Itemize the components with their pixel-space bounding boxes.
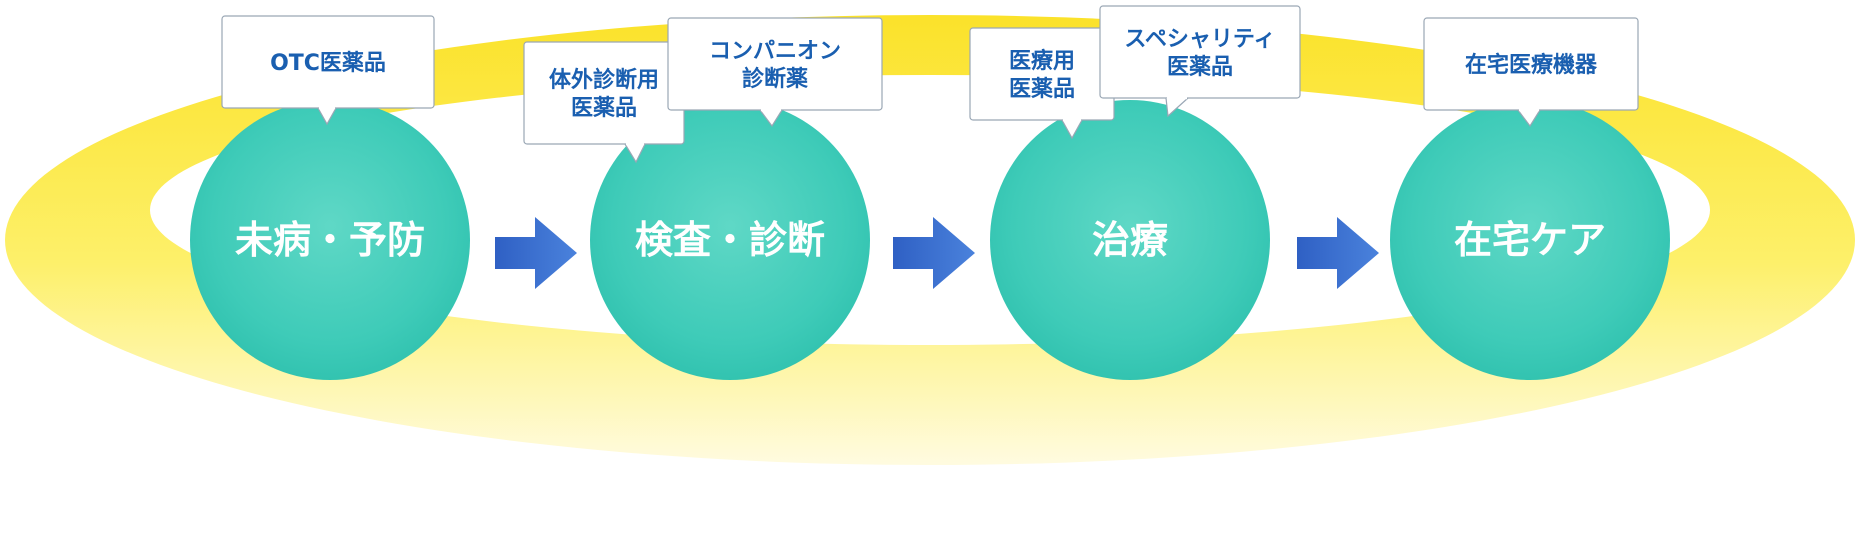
- product-callout-6: 在宅医療機器: [1423, 17, 1639, 128]
- stage-label: 在宅ケア: [1454, 218, 1606, 262]
- stage-circle-shape: [190, 100, 470, 380]
- callout-text-line: OTC医薬品: [270, 51, 386, 76]
- callout-text-line: 医薬品: [1167, 55, 1233, 80]
- stage-circle-shape: [1390, 100, 1670, 380]
- product-callout-1: OTC医薬品: [221, 15, 435, 126]
- stage-label: 未病・予防: [235, 218, 425, 262]
- callout-text-line: 体外診断用: [549, 67, 659, 93]
- callout-text-line: コンパニオン: [709, 39, 841, 64]
- flow-arrow-icon: [893, 217, 975, 289]
- stage-circle-2: 検査・診断: [590, 100, 870, 380]
- callout-pointer: [624, 143, 646, 164]
- callout-text-line: 医療用: [1009, 48, 1075, 74]
- flow-arrow-icon: [1297, 217, 1379, 289]
- stage-circle-4: 在宅ケア: [1390, 100, 1670, 380]
- callout-text-line: 診断薬: [742, 66, 808, 92]
- stage-label: 検査・診断: [635, 218, 825, 262]
- callout-pointer: [1165, 97, 1189, 118]
- callout-text-line: スペシャリティ: [1124, 27, 1275, 52]
- callout-pointer: [317, 107, 337, 126]
- callout-box: [667, 17, 883, 111]
- callout-box: [969, 27, 1115, 121]
- stage-label: 治療: [1092, 218, 1169, 262]
- callout-text-line: 在宅医療機器: [1465, 52, 1598, 78]
- callout-pointer: [1061, 119, 1083, 140]
- callout-text-line: 医薬品: [571, 96, 637, 121]
- flow-arrow-icon: [495, 217, 577, 289]
- callout-text-line: 医薬品: [1009, 77, 1075, 102]
- callout-box: [1099, 5, 1301, 99]
- stage-circle-1: 未病・予防: [190, 100, 470, 380]
- stage-circle-shape: [590, 100, 870, 380]
- callout-pointer: [759, 109, 783, 128]
- callout-pointer: [1517, 109, 1541, 128]
- stage-circle-shape: [990, 100, 1270, 380]
- stage-circle-3: 治療: [990, 100, 1270, 380]
- callout-box: [523, 41, 685, 145]
